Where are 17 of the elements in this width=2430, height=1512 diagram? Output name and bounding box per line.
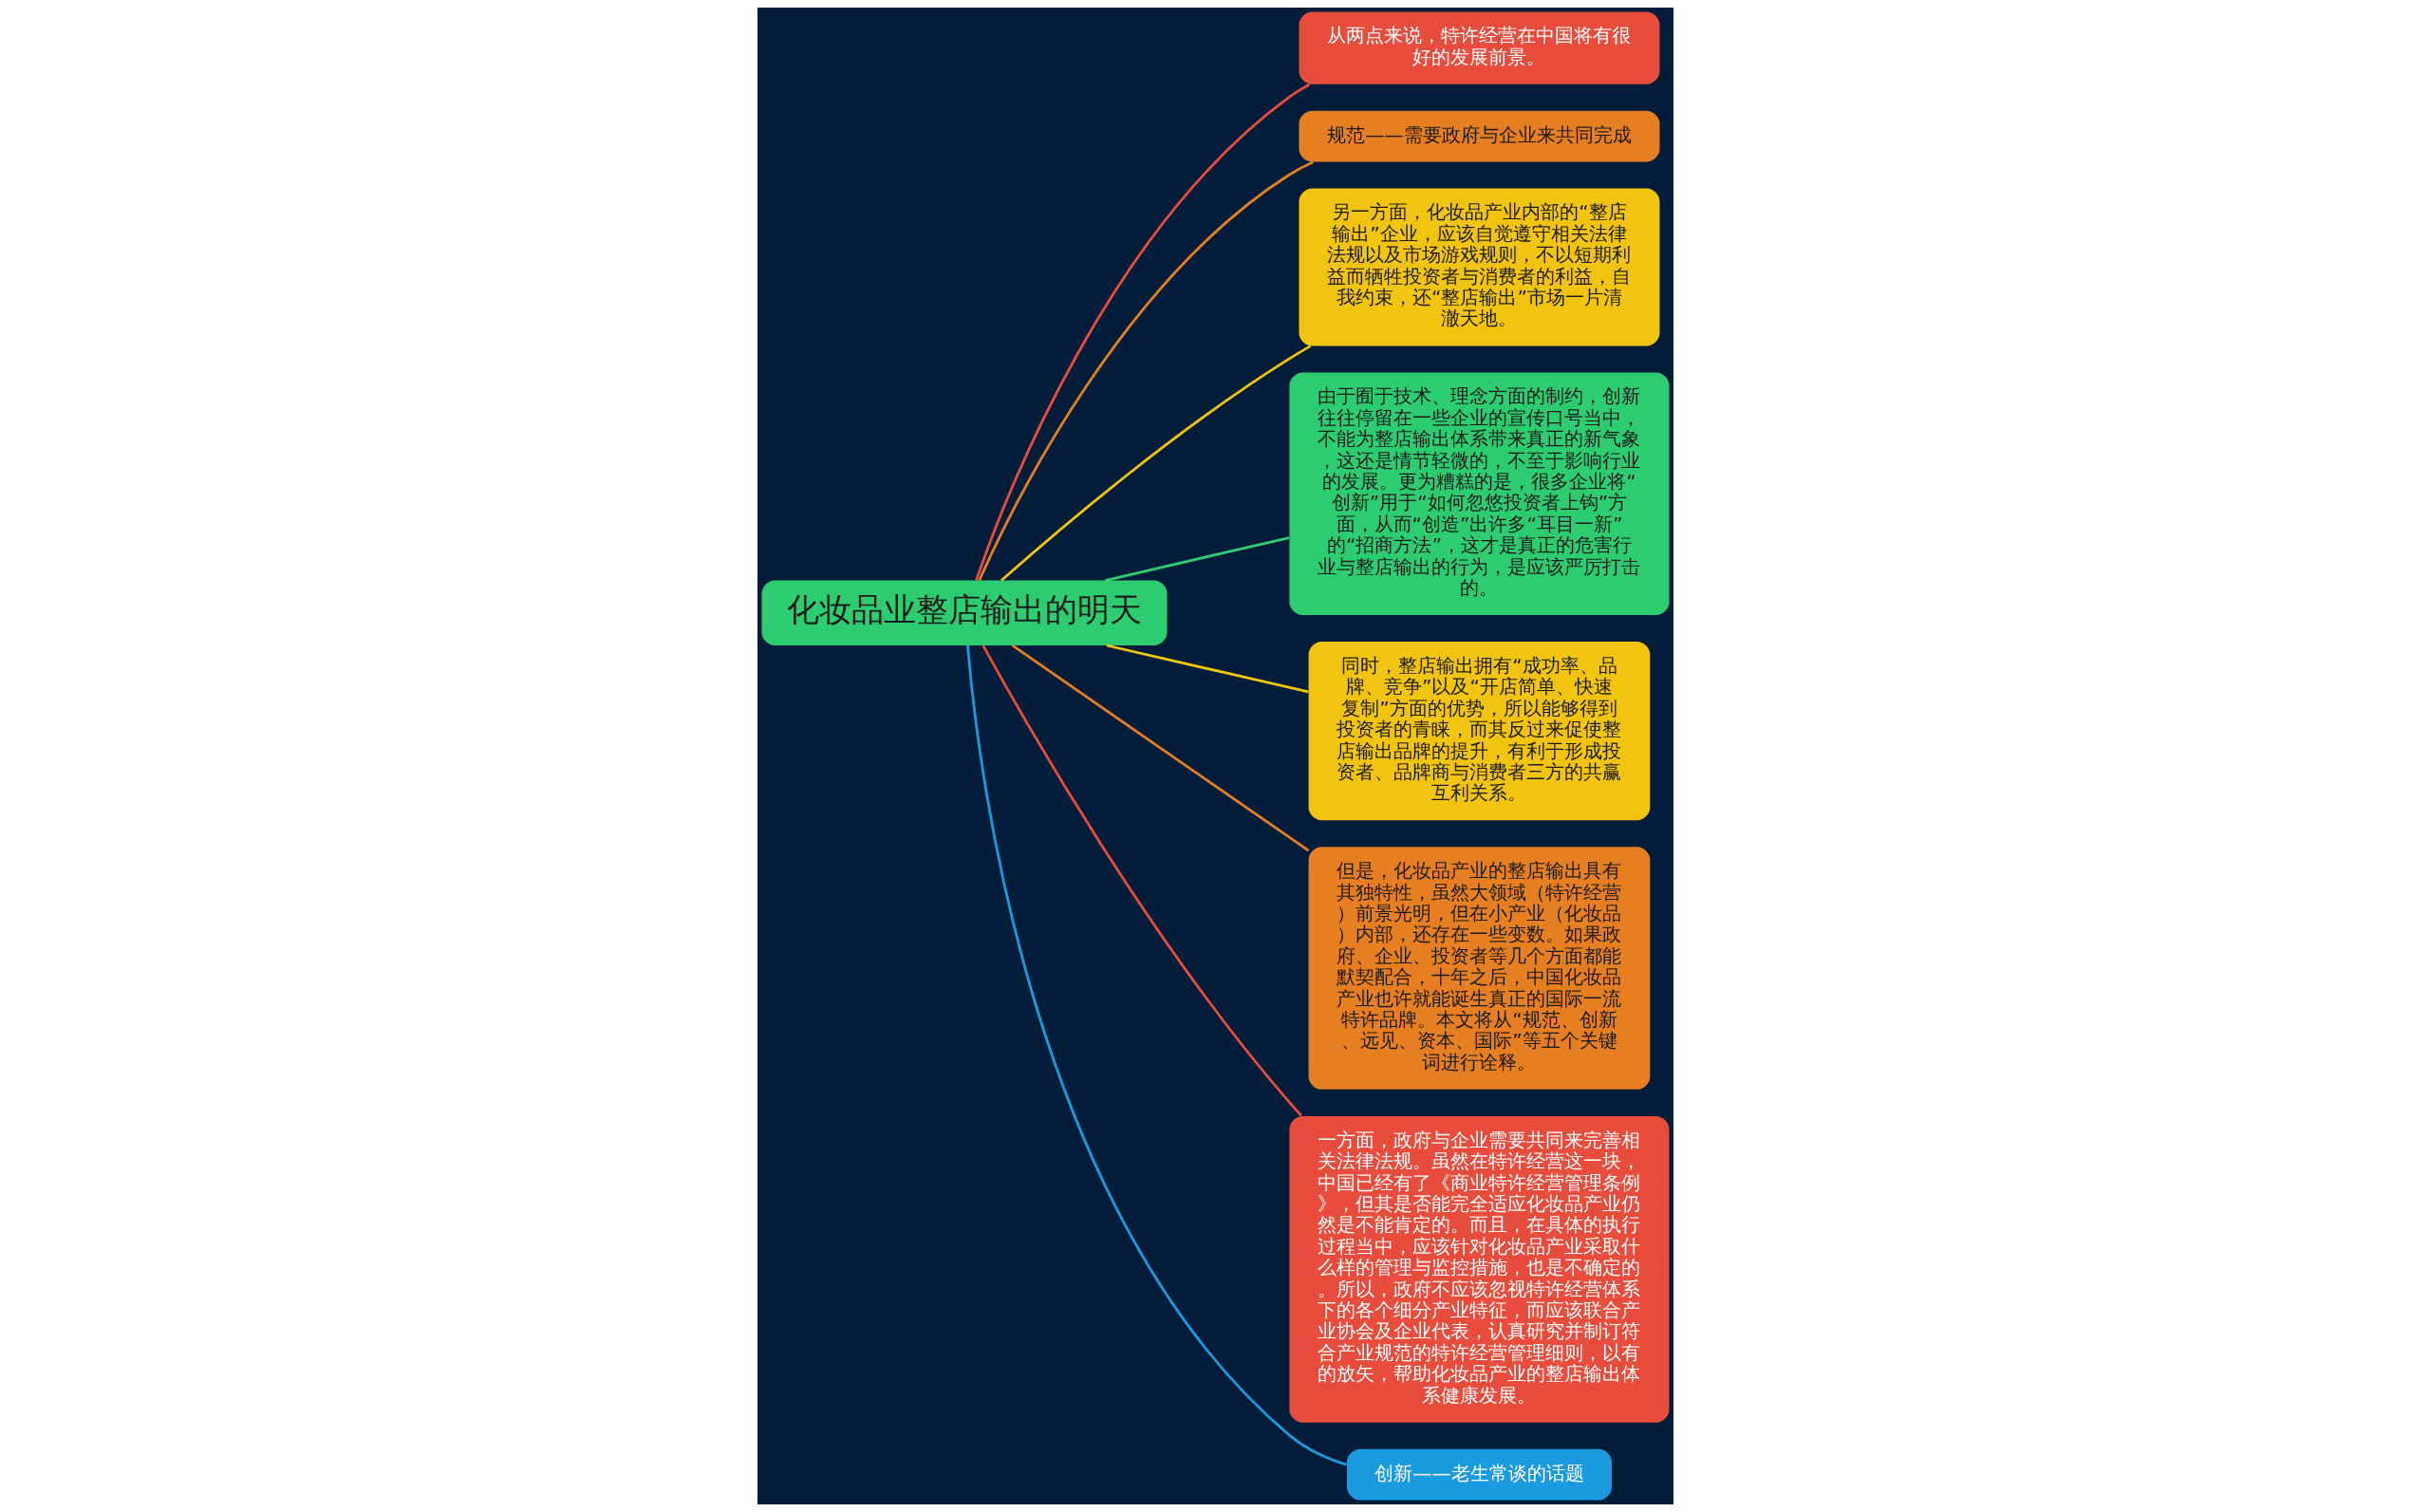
connector	[1104, 536, 1289, 582]
node-box: 另一方面，化妆品产业内部的“整店输出”企业，应该自觉遵守相关法律法规以及市场游戏规则，不以短期利益而牺牲投资者与消费者的利益，自我约束，还“整店输出”市场一片清澈天地。	[1299, 188, 1659, 346]
node-box: 由于囿于技术、理念方面的制约，创新往往停留在一些企业的宣传口号当中，不能为整店输出体系带来真正的新气象，这还是情节轻微的，不至于影响行业的发展。更为糟糕的是，很多企业将“创新”用于“如何忽悠投资者上钩”方面，从而“创造”出许多“耳目一新”的“招商方法”，这才是真正的危害行业与整店输出的行为，是应该严厉打击的。	[1288, 372, 1669, 615]
connector	[1011, 644, 1309, 852]
node-box: 一方面，政府与企业需要共同来完善相关法律法规。虽然在特许经营这一块，中国已经有了《商业特许经营管理条例》，但其是否能完全适应化妆品产业仍然是不能肯定的。而且，在具体的执行过程当中，应该针对化妆品产业采取什么样的管理与监控措施，也是不确定的。所以，政府不应该忽视特许经营体系下的各个细分产业特征，而应该联合产业协会及企业代表，认真研究并制订符合产业规范的特许经营管理细则，以有的放矢，帮助化妆品产业的整店输出体系健康发展。	[1288, 1115, 1669, 1423]
node-box: 同时，整店输出拥有“成功率、品牌、竞争”以及“开店简单、快速复制”方面的优势，所以能够得到投资者的青睐，而其反过来促使整店输出品牌的提升，有利于形成投资者、品牌商与消费者三方的共赢互利关系。	[1308, 642, 1650, 821]
node-box: 但是，化妆品产业的整店输出具有其独特性，虽然大领域（特许经营）前景光明，但在小产业（化妆品）内部，还存在一些变数。如果政府、企业、投资者等几个方面都能默契配合，十年之后，中国化妆品产业也许就能诞生真正的国际一流特许品牌。本文将从“规范、创新、远见、资本、国际”等五个关键词进行诠释。	[1308, 847, 1650, 1090]
connector	[1106, 644, 1309, 694]
connector	[977, 160, 1314, 582]
connector	[981, 644, 1302, 1117]
connector	[974, 83, 1310, 581]
node-box: 化妆品业整店输出的明天	[761, 580, 1167, 645]
connector	[965, 644, 1347, 1466]
node-box: 创新——老生常谈的话题	[1346, 1448, 1612, 1501]
node-box: 从两点来说，特许经营在中国将有很好的发展前景。	[1299, 11, 1659, 84]
connector	[1000, 345, 1311, 582]
node-box: 规范——需要政府与企业来共同完成	[1299, 110, 1659, 162]
